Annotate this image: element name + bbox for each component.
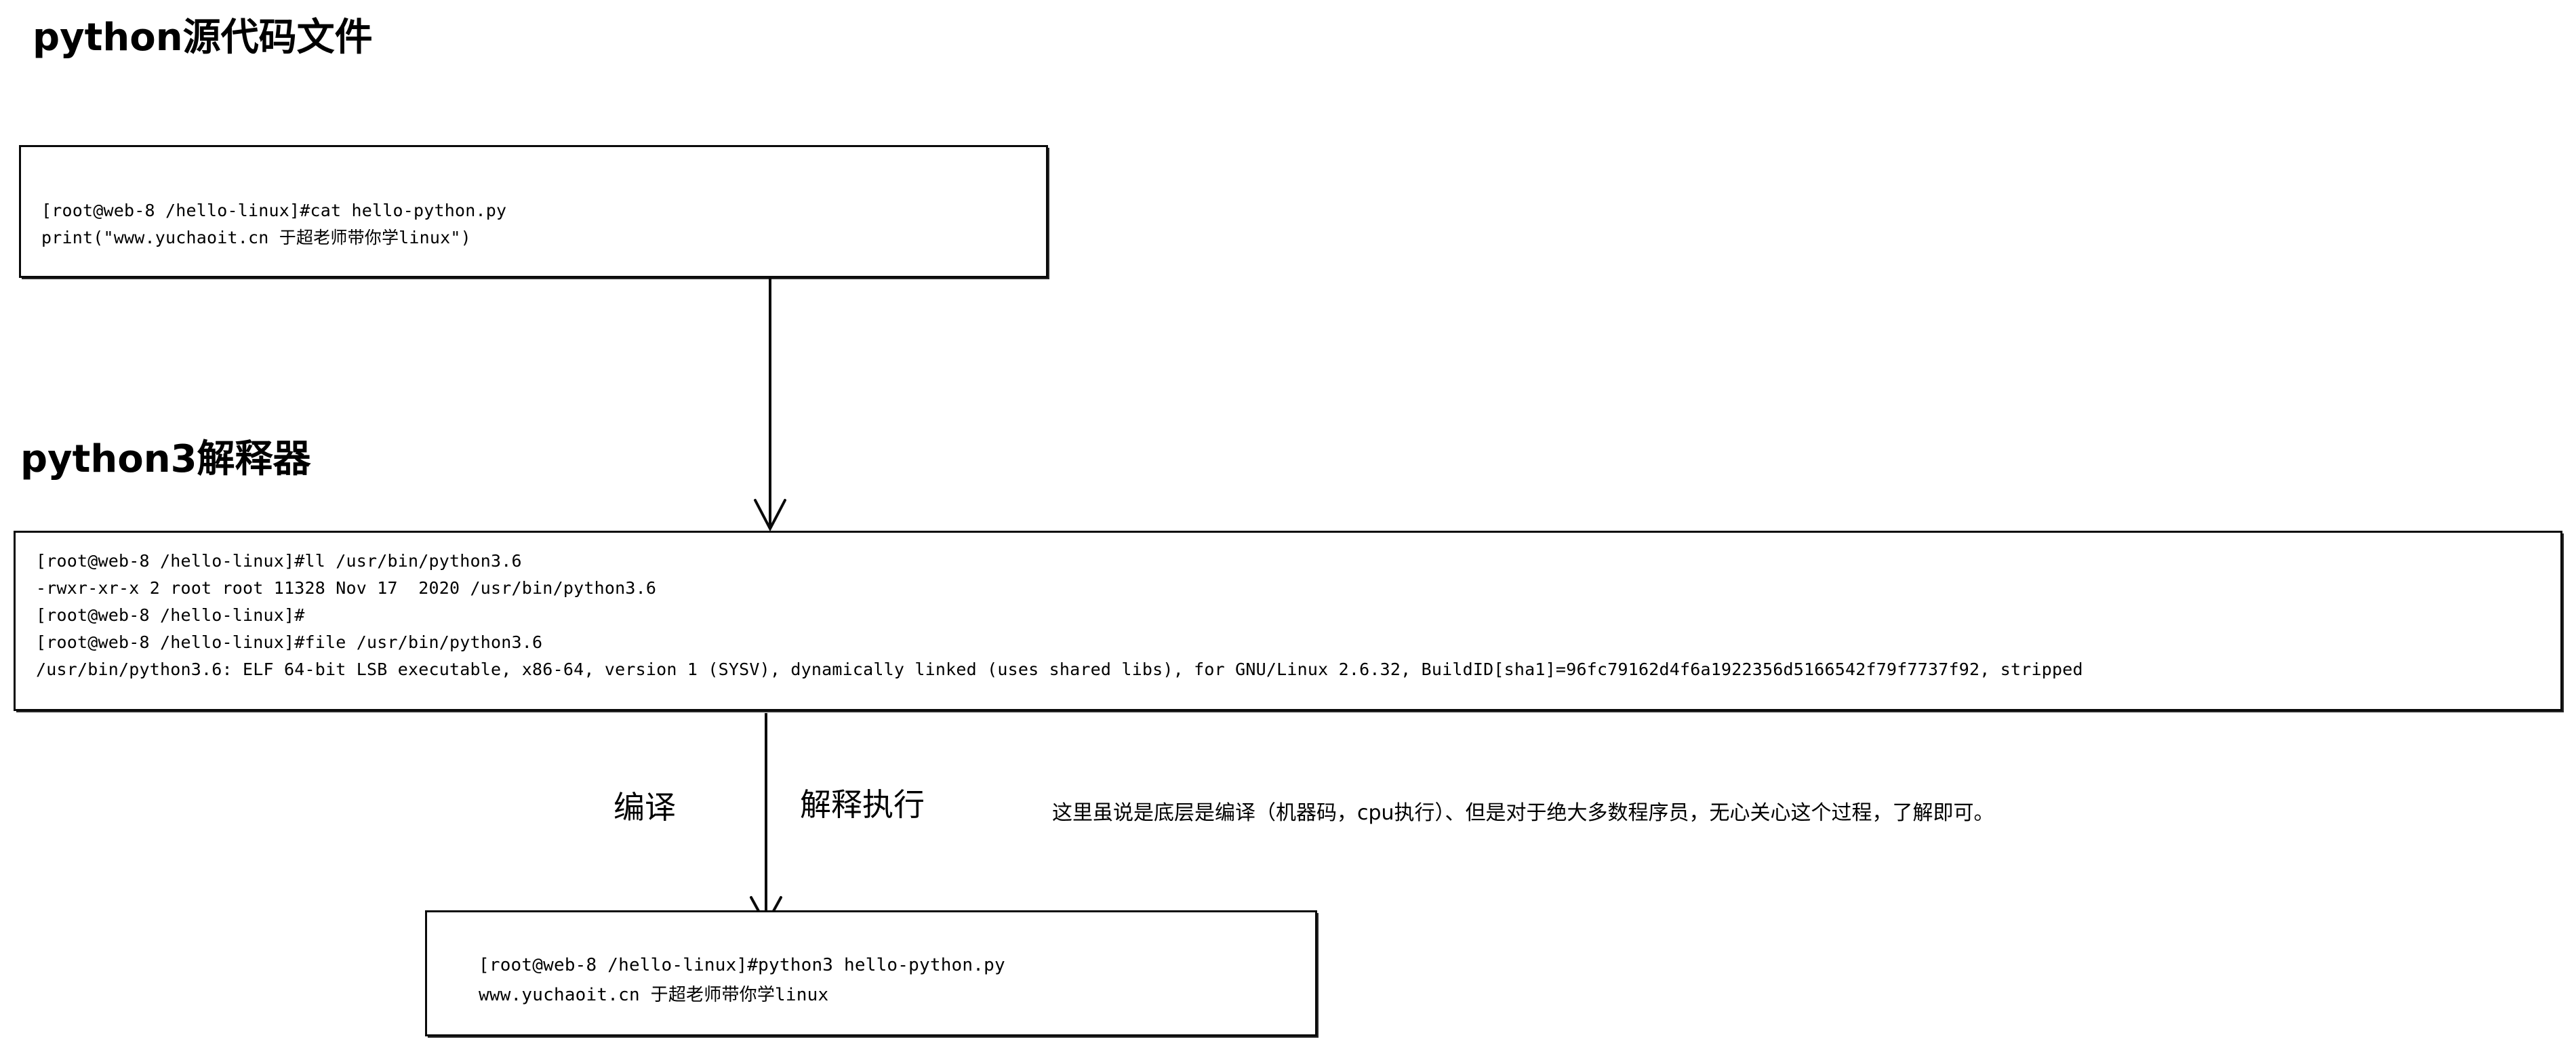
heading-python3-interpreter: python3解释器 — [20, 437, 311, 481]
label-interpret-execute: 解释执行 — [800, 786, 925, 823]
python3-interpreter-box: [root@web-8 /hello-linux]#ll /usr/bin/py… — [14, 531, 2562, 711]
python-source-file-box: [root@web-8 /hello-linux]#cat hello-pyth… — [19, 145, 1048, 278]
arrow-interpreter-to-output-icon — [750, 713, 782, 928]
label-compile: 编译 — [613, 789, 676, 826]
python3-interpreter-code: [root@web-8 /hello-linux]#ll /usr/bin/py… — [36, 551, 2083, 679]
heading-python-source-file: python源代码文件 — [33, 16, 373, 60]
note-compile-explanation: 这里虽说是底层是编译（机器码，cpu执行）、但是对于绝大多数程序员，无心关心这个… — [1052, 801, 1994, 825]
arrow-source-to-interpreter-icon — [754, 277, 786, 532]
python3-run-output-box: [root@web-8 /hello-linux]#python3 hello-… — [425, 910, 1317, 1036]
python-source-file-code: [root@web-8 /hello-linux]#cat hello-pyth… — [41, 201, 507, 247]
python3-run-output-code: [root@web-8 /hello-linux]#python3 hello-… — [479, 955, 1005, 1005]
